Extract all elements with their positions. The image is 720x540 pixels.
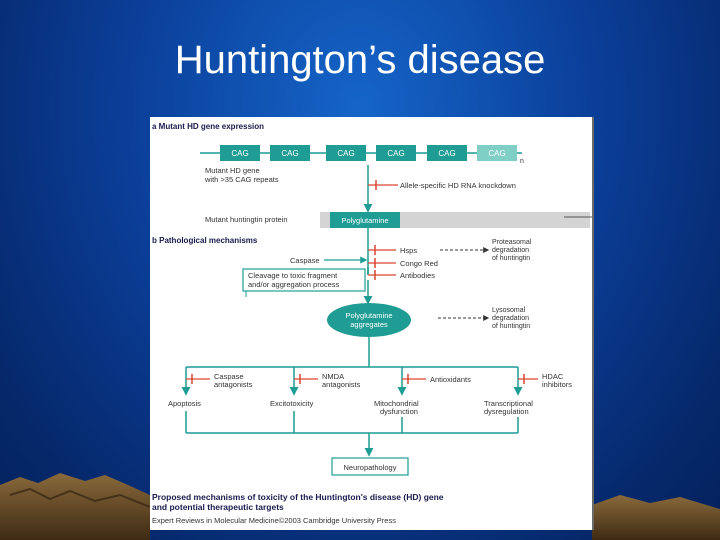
gene-label-line1: Mutant HD gene	[205, 166, 260, 175]
apoptosis-label: Apoptosis	[168, 399, 201, 408]
section-a-heading: a Mutant HD gene expression	[152, 122, 264, 131]
mitochondrial-line1: Mitochondrial	[374, 399, 419, 408]
caspase-antagonists-line1: Caspase	[214, 372, 244, 381]
mechanism-diagram: a Mutant HD gene expression CAG CAG CAG …	[152, 122, 592, 525]
excitotoxicity-label: Excitotoxicity	[270, 399, 314, 408]
aggregation-inhibitors	[368, 245, 396, 280]
slide-title: Huntington’s disease	[174, 38, 546, 82]
lysosomal-line3: of huntingtin	[492, 323, 530, 330]
figure-panel: a Mutant HD gene expression CAG CAG CAG …	[150, 117, 594, 530]
cag-label: CAG	[337, 149, 354, 158]
hsps-label: Hsps	[400, 246, 417, 255]
nmda-antagonists-line1: NMDA	[322, 372, 344, 381]
mitochondrial-line2: dysfunction	[380, 407, 418, 416]
hdac-inhibitors-line1: HDAC	[542, 372, 564, 381]
cag-label: CAG	[438, 149, 455, 158]
neuropathology-box	[331, 457, 409, 476]
polyq-label: Polyglutamine	[341, 216, 388, 225]
gene-label-line2: with >35 CAG repeats	[204, 175, 279, 184]
credit-line: Expert Reviews in Molecular Medicine©200…	[152, 516, 396, 525]
aggregates-line1: Polyglutamine	[345, 311, 392, 320]
neuropathology-label: Neuropathology	[344, 463, 397, 472]
cleavage-line2: and/or aggregation process	[248, 280, 340, 289]
mountain-landscape	[0, 473, 720, 540]
cleavage-line1: Cleavage to toxic fragment	[248, 271, 338, 280]
aggregates-node	[327, 303, 411, 337]
cleavage-box	[242, 268, 366, 292]
proteasomal-line2: degradation	[492, 247, 529, 254]
proteasomal-line3: of huntingtin	[492, 255, 530, 262]
polyq-segment	[330, 212, 400, 228]
transcriptional-line1: Transcriptional	[484, 399, 533, 408]
aggregates-line2: aggregates	[350, 320, 388, 329]
antioxidants-label: Antioxidants	[430, 375, 471, 384]
caspase-antagonists-line2: antagonists	[214, 380, 253, 389]
protein-label: Mutant huntingtin protein	[205, 215, 288, 224]
cag-label: CAG	[387, 149, 404, 158]
caption-line2: and potential therapeutic targets	[152, 502, 284, 512]
lysosomal-line1: Lysosomal	[492, 307, 526, 314]
antibodies-label: Antibodies	[400, 271, 435, 280]
knockdown-label: Allele-specific HD RNA knockdown	[400, 181, 516, 190]
cag-label: CAG	[231, 149, 248, 158]
cag-label: CAG	[281, 149, 298, 158]
section-b-heading: b Pathological mechanisms	[152, 236, 258, 245]
cag-label: CAG	[488, 149, 505, 158]
congo-red-label: Congo Red	[400, 259, 438, 268]
lysosomal-line2: degradation	[492, 315, 529, 322]
repeat-n-label: n	[520, 158, 524, 165]
transcriptional-line2: dysregulation	[484, 407, 529, 416]
caspase-label: Caspase	[290, 256, 320, 265]
caption-line1: Proposed mechanisms of toxicity of the H…	[152, 492, 444, 502]
nmda-antagonists-line2: antagonists	[322, 380, 361, 389]
converge-lines	[185, 411, 519, 457]
proteasomal-line1: Proteasomal	[492, 239, 532, 246]
hdac-inhibitors-line2: inhibitors	[542, 380, 572, 389]
cag-repeats: CAG CAG CAG CAG CAG CAG	[220, 145, 517, 161]
therapy-inhibitors	[186, 374, 538, 384]
